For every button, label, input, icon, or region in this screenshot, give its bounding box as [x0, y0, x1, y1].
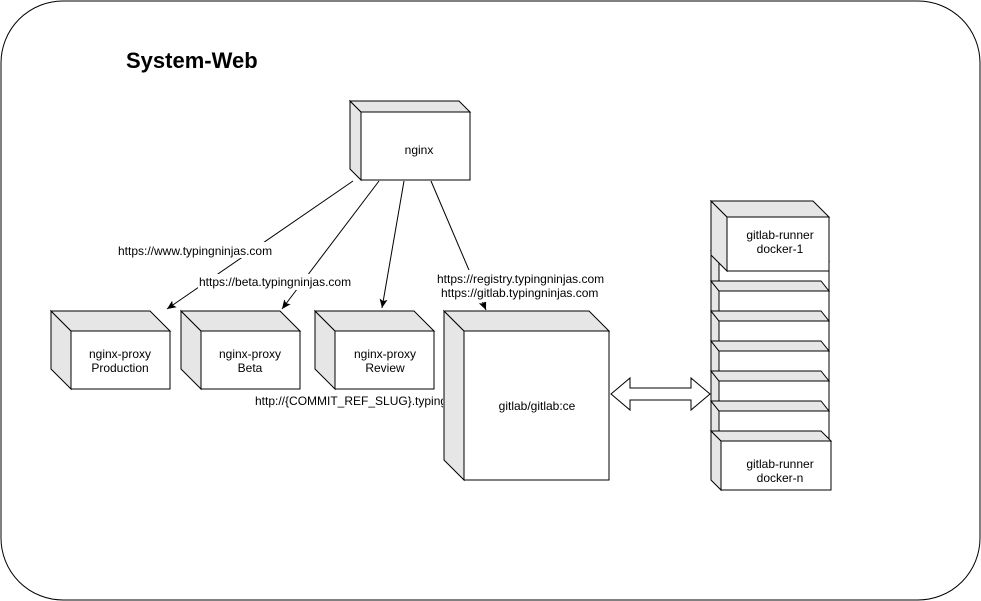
diagram-title: System-Web	[126, 48, 258, 73]
node-proxy-beta-label-2: Beta	[238, 361, 263, 375]
node-proxy-production[interactable]: nginx-proxy Production	[49, 309, 172, 391]
node-gitlab-label: gitlab/gitlab:ce	[499, 399, 576, 413]
node-nginx-label: nginx	[405, 143, 434, 157]
node-proxy-review-label-1: nginx-proxy	[354, 347, 416, 361]
node-runner-docker-1-label-1: gitlab-runner	[746, 228, 813, 242]
edge-label-registry-url: https://registry.typingninjas.com	[437, 272, 604, 286]
node-proxy-beta-label-1: nginx-proxy	[219, 347, 281, 361]
node-runner-docker-n-label-1: gitlab-runner	[746, 457, 813, 471]
node-runner-docker-1[interactable]: gitlab-runner docker-1	[709, 199, 831, 273]
node-runner-docker-n-label-2: docker-n	[757, 471, 804, 485]
edge-label-production-url: https://www.typingninjas.com	[118, 244, 272, 258]
node-proxy-review-label-2: Review	[365, 361, 405, 375]
node-nginx[interactable]: nginx	[348, 99, 472, 182]
edge-label-gitlab-url: https://gitlab.typingninjas.com	[441, 286, 598, 300]
node-proxy-production-label-1: nginx-proxy	[89, 347, 151, 361]
node-proxy-beta[interactable]: nginx-proxy Beta	[179, 309, 302, 391]
runner-stack[interactable]: gitlab-runner docker-1 gitlab-runner doc…	[709, 199, 833, 492]
node-runner-docker-n[interactable]: gitlab-runner docker-n	[709, 429, 833, 492]
node-proxy-review[interactable]: nginx-proxy Review	[313, 309, 436, 391]
edge-gitlab-runners	[610, 376, 711, 412]
node-runner-docker-1-label-2: docker-1	[757, 242, 804, 256]
node-gitlab[interactable]: gitlab/gitlab:ce	[442, 309, 611, 482]
edge-label-beta-url: https://beta.typingninjas.com	[199, 275, 351, 289]
node-proxy-production-label-2: Production	[91, 361, 148, 375]
edge-label-review-url: http://{COMMIT_REF_SLUG}.typingninjas.co…	[255, 394, 504, 408]
edge-nginx-review	[379, 180, 405, 309]
